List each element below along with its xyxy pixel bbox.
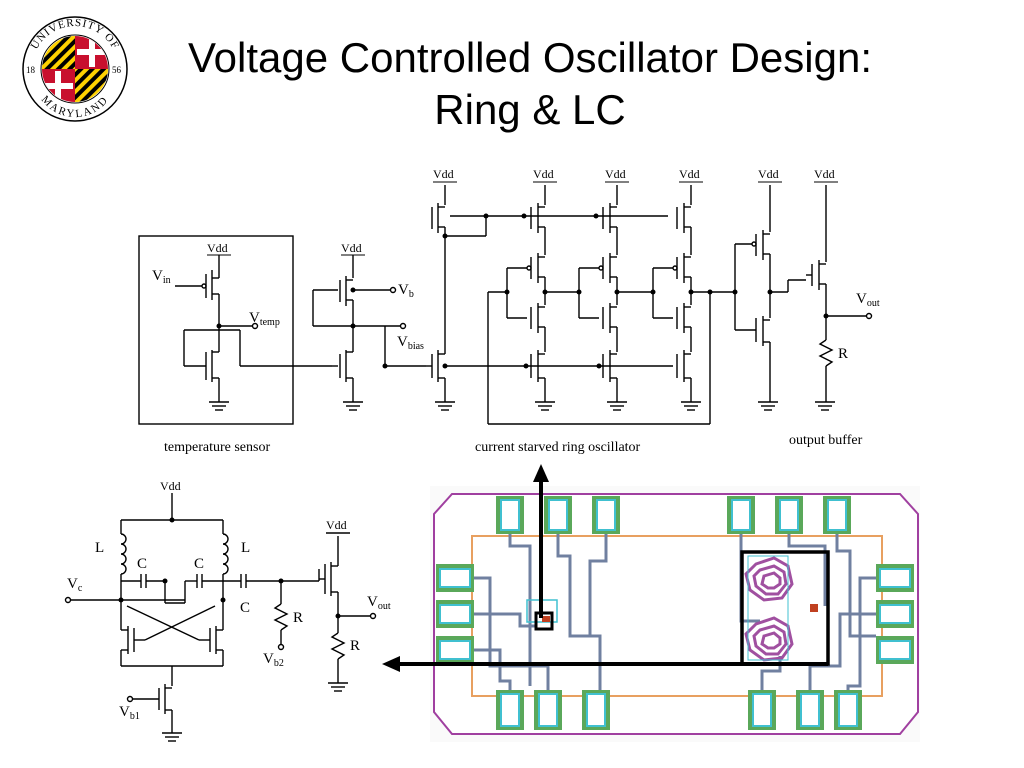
svg-text:Vin: Vin (152, 268, 171, 286)
r-label: R (838, 346, 848, 362)
logo-year-right: 56 (112, 65, 122, 75)
slide-title-line1: Voltage Controlled Oscillator Design: (187, 34, 873, 81)
vdd-label: Vdd (533, 167, 554, 181)
vout-label: V (856, 291, 867, 307)
vin-label: V (152, 268, 163, 284)
ring-oscillator-schematic: Vdd Vdd Vdd Vdd Vdd Vdd Vdd Vdd Vin Vtem… (138, 167, 880, 455)
vdd-label: Vdd (341, 241, 362, 255)
lc-vout-label: V (367, 594, 378, 610)
temperature-sensor-caption: temperature sensor (164, 440, 270, 455)
chip-layout-view (430, 486, 920, 742)
bottom-pads (496, 690, 862, 730)
vin-sub: in (163, 275, 171, 286)
vdd-label: Vdd (814, 167, 835, 181)
lc-vdd2-label: Vdd (326, 518, 347, 532)
slide-title-line2: Ring & LC (434, 86, 626, 133)
vtemp-label: V (249, 310, 260, 326)
vb-label: V (398, 282, 409, 298)
capacitor-c-label: C (137, 556, 147, 572)
vbias-sub: bias (408, 341, 424, 352)
vb1-sub: b1 (130, 711, 140, 722)
vb1-label: V (119, 704, 130, 720)
lc-vdd-label: Vdd (160, 479, 181, 493)
svg-text:Vout: Vout (856, 291, 880, 309)
vc-label: V (67, 576, 78, 592)
svg-text:Vb: Vb (398, 282, 414, 300)
vtemp-sub: temp (260, 317, 280, 328)
spiral-inductors (744, 556, 794, 662)
side-pads (436, 564, 914, 664)
vdd-label: Vdd (207, 241, 228, 255)
capacitor-c-label: C (194, 556, 204, 572)
vb-sub: b (409, 289, 414, 300)
vdd-label: Vdd (433, 167, 454, 181)
capacitor-c-label: C (240, 600, 250, 616)
vb2-sub: b2 (274, 658, 284, 669)
svg-text:Vout: Vout (367, 594, 391, 612)
vdd-label: Vdd (758, 167, 779, 181)
svg-text:Vbias: Vbias (397, 334, 424, 352)
vout-sub: out (867, 298, 880, 309)
lc-vout-sub: out (378, 601, 391, 612)
output-buffer-caption: output buffer (789, 433, 863, 448)
lc-oscillator-schematic: Vdd Vdd L L C C C Vc Vout R R Vb2 Vb1 (64, 479, 391, 742)
logo-year-left: 18 (26, 65, 36, 75)
vdd-label: Vdd (679, 167, 700, 181)
vdd-label: Vdd (605, 167, 626, 181)
svg-text:Vb1: Vb1 (119, 704, 140, 722)
svg-text:Vtemp: Vtemp (249, 310, 280, 328)
lc-r2-label: R (350, 638, 360, 654)
svg-text:Vb2: Vb2 (263, 651, 284, 669)
ring-oscillator-caption: current starved ring oscillator (475, 440, 641, 455)
vbias-label: V (397, 334, 408, 350)
svg-text:Vc: Vc (67, 576, 83, 594)
inductor-l-label: L (95, 540, 104, 556)
lc-r-label: R (293, 610, 303, 626)
vb2-label: V (263, 651, 274, 667)
top-pads (496, 496, 851, 534)
vc-sub: c (78, 583, 83, 594)
university-seal-logo: 18 56 UNIVERSITY OF MARYLAND (22, 16, 128, 122)
inductor-l-label: L (241, 540, 250, 556)
